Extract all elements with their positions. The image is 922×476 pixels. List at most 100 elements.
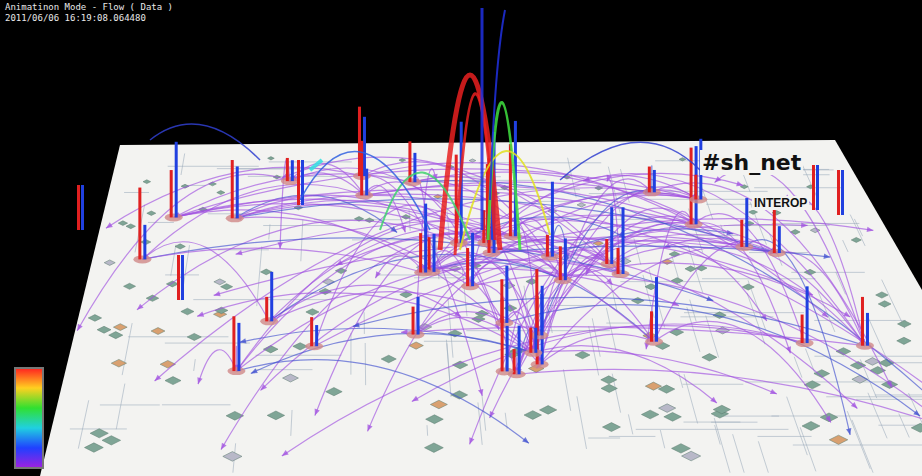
traffic-flow — [784, 196, 865, 345]
router-node — [612, 270, 630, 278]
network-wire — [193, 299, 332, 300]
flow-arrowhead — [770, 389, 777, 394]
device-icon — [217, 191, 225, 195]
traffic-flow — [492, 251, 858, 408]
device-icon — [104, 260, 115, 266]
traffic-bar-in — [81, 185, 84, 230]
device-icon — [540, 406, 557, 415]
device-icon — [602, 423, 620, 432]
flow-arrowhead — [672, 301, 679, 306]
device-icon — [575, 351, 590, 358]
network-wire — [875, 394, 922, 395]
device-icon — [97, 326, 111, 333]
device-icon — [175, 244, 185, 249]
color-scale-bar — [15, 368, 43, 468]
network-wire — [427, 425, 429, 436]
flow-arrowhead — [197, 377, 202, 384]
network-wire — [577, 396, 587, 449]
traffic-bar-in — [806, 286, 809, 343]
network-wire — [291, 410, 292, 436]
traffic-flow — [364, 194, 922, 404]
flow-arrowhead — [846, 428, 851, 435]
device-icon — [802, 422, 820, 431]
interop-logo: INTEROP — [752, 196, 809, 210]
flow-arc — [300, 152, 430, 230]
network-wire — [714, 418, 730, 473]
traffic-flow — [504, 234, 776, 323]
traffic-flow — [269, 292, 539, 336]
router-node — [643, 188, 661, 196]
network-wire — [588, 438, 620, 439]
traffic-flow — [540, 277, 563, 364]
device-icon — [469, 159, 476, 162]
traffic-flow — [517, 369, 922, 421]
device-icon — [632, 297, 645, 303]
traffic-bar-in — [695, 146, 698, 224]
traffic-flow — [744, 240, 850, 435]
traffic-flow — [563, 226, 777, 280]
device-icon — [641, 410, 658, 419]
network-wire — [771, 415, 911, 416]
router-node — [541, 253, 559, 261]
traffic-bar-in — [551, 182, 554, 257]
flow-arrowhead — [390, 226, 397, 232]
device-icon — [878, 301, 891, 307]
flow-arrowhead — [478, 389, 483, 396]
router-node — [796, 339, 814, 347]
traffic-bar-in — [610, 207, 613, 264]
traffic-flow — [540, 334, 654, 364]
flow-arrowhead — [368, 424, 373, 431]
traffic-bar-in — [365, 169, 368, 196]
device-icon — [143, 180, 151, 184]
traffic-flow — [236, 360, 528, 444]
traffic-bar-out — [419, 233, 422, 272]
traffic-bar-in — [413, 153, 416, 182]
device-icon — [111, 359, 126, 367]
traffic-bar-out — [559, 246, 562, 280]
router-node — [281, 177, 299, 185]
traffic-bar-out — [605, 239, 608, 264]
device-icon — [214, 279, 226, 285]
device-icon — [601, 384, 617, 392]
device-icon — [659, 404, 676, 413]
traffic-bar-out — [138, 188, 141, 260]
traffic-bar-out — [801, 315, 804, 344]
traffic-bar-in — [471, 233, 474, 286]
device-icon — [911, 423, 922, 432]
router-node — [414, 269, 432, 277]
device-icon — [682, 451, 701, 461]
device-icon — [306, 309, 319, 316]
router-node — [461, 282, 479, 290]
network-wire — [448, 299, 453, 358]
network-wire — [100, 404, 160, 405]
traffic-bar-in — [506, 326, 509, 372]
traffic-bar-out — [529, 328, 532, 353]
device-icon — [749, 210, 758, 214]
device-icon — [90, 429, 108, 438]
network-wire — [628, 414, 632, 434]
network-wire — [758, 441, 768, 472]
traffic-bar-in — [236, 166, 239, 218]
flow-arrowhead — [825, 416, 831, 423]
device-icon — [221, 284, 233, 290]
flow-arrowhead — [801, 222, 808, 227]
flow-arrowhead — [913, 410, 920, 416]
flow-arrowhead — [851, 402, 858, 408]
traffic-bar-in — [622, 207, 625, 274]
network-wire — [843, 240, 848, 252]
router-node — [496, 367, 514, 375]
device-icon — [118, 221, 127, 226]
traffic-flow — [174, 190, 694, 225]
device-icon — [381, 355, 396, 363]
traffic-bar-out — [177, 255, 180, 300]
traffic-bar-out — [412, 307, 415, 335]
network-wire — [162, 404, 231, 405]
device-icon — [426, 415, 444, 424]
network-wire — [606, 308, 616, 352]
flow-arrowhead — [240, 338, 247, 343]
device-icon — [113, 324, 127, 331]
device-icon — [151, 328, 165, 335]
router-node — [305, 342, 323, 350]
device-icon — [601, 376, 617, 384]
flow-arrowhead — [221, 443, 227, 450]
